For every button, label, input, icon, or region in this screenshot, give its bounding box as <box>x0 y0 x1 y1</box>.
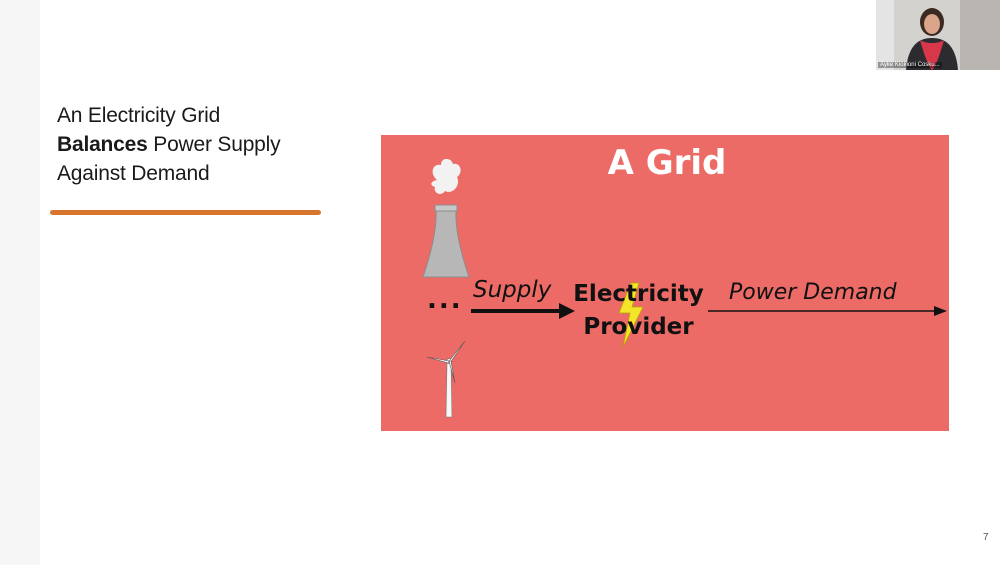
provider-line-1: Electricity <box>573 281 704 307</box>
grid-diagram-graphics <box>422 158 947 418</box>
webcam-video <box>876 0 1000 70</box>
demand-arrow <box>708 306 947 316</box>
more-sources-ellipsis: ... <box>427 285 463 315</box>
provider-line-2: Provider <box>583 314 694 340</box>
slide-margin <box>0 0 40 565</box>
webcam-thumbnail[interactable]: Ayke Kiokioni Cosku... <box>876 0 1000 70</box>
title-bold-word: Balances <box>57 133 148 156</box>
page-number: 7 <box>983 532 989 543</box>
title-line-3: Against Demand <box>57 162 210 185</box>
title-line-2-rest: Power Supply <box>147 133 281 156</box>
title-line-1: An Electricity Grid <box>57 104 221 127</box>
power-demand-label: Power Demand <box>729 280 897 305</box>
supply-arrow <box>471 303 575 319</box>
title-line-2: Balances Power Supply <box>57 130 357 159</box>
lightning-bolt-icon <box>618 282 644 348</box>
cooling-tower-icon <box>422 158 470 278</box>
participant-name: Ayke Kiokioni Cosku... <box>878 62 942 68</box>
slide-title: An Electricity Grid Balances Power Suppl… <box>57 101 357 188</box>
grid-diagram: A Grid ... Supply Electricity Provider P… <box>381 135 949 431</box>
wind-turbine-icon <box>426 340 466 418</box>
title-underline <box>50 210 321 215</box>
electricity-provider-label: Electricity Provider <box>561 278 716 344</box>
person-avatar <box>906 8 958 70</box>
supply-label: Supply <box>473 277 552 303</box>
grid-title: A Grid <box>607 143 727 183</box>
